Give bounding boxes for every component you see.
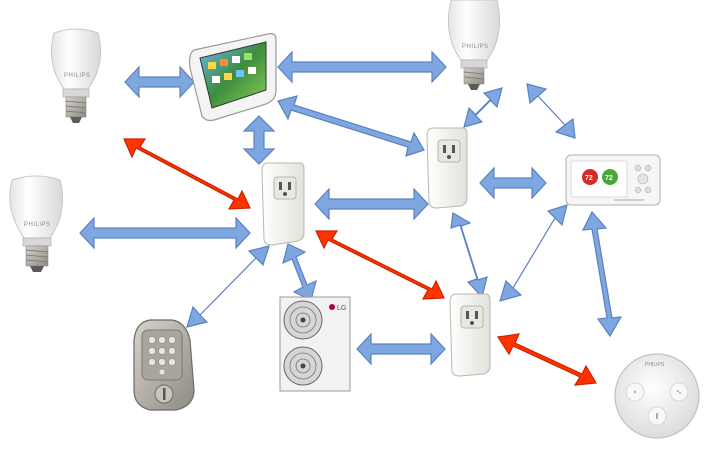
link-plug-left-plug-bottom [315,230,445,300]
link-thermostat-plug-bottom [499,204,568,302]
tablet-hub-icon [188,33,277,122]
connection-arrows [79,50,623,386]
link-bulb-top-right-thermostat [526,83,576,139]
thermostat-heat-value: 72 [585,175,593,182]
link-plug-left-bulb-top-left [123,138,251,210]
link-plug-left-plug-center [314,187,429,221]
svg-text:PHILIPS: PHILIPS [24,222,51,228]
link-plug-left-door-lock [186,245,270,328]
smart-plug-icon [449,293,491,377]
keypad-lock-icon [133,319,195,411]
smart-plug-icon [426,127,468,209]
thermostat-cool-value: 72 [605,175,613,182]
svg-text:PHILIPS: PHILIPS [462,44,489,50]
svg-text:PHILIPS: PHILIPS [64,73,91,79]
smart-bulb-icon: PHILIPS [50,28,102,123]
ac-brand-label: LG [337,305,346,312]
link-ac-unit-plug-bottom [356,332,446,366]
tap-switch-icon: PHILIPS [614,353,700,439]
smart-bulb-icon: PHILIPS [447,0,501,90]
tap-brand-label: PHILIPS [645,362,665,368]
link-plug-center-plug-bottom [450,212,488,299]
link-bulb-left-plug-left [79,216,251,250]
link-plug-left-ac-unit [282,243,317,301]
link-bulb-top-right-plug-center [463,87,503,128]
link-tablet-hub-plug-center [277,95,425,157]
smart-plug-icon [261,162,305,246]
hvac-unit-icon: LG [279,296,351,392]
link-thermostat-tap-switch [581,210,623,338]
link-tablet-hub-plug-left [242,115,276,165]
link-bulb-top-left-tablet-hub [124,65,195,99]
thermostat-icon: 72 72 [565,154,661,206]
smart-bulb-icon: PHILIPS [9,175,64,272]
link-plug-bottom-tap-switch [496,333,597,386]
link-plug-center-thermostat [479,166,547,200]
link-tablet-hub-bulb-top-right [277,50,447,84]
